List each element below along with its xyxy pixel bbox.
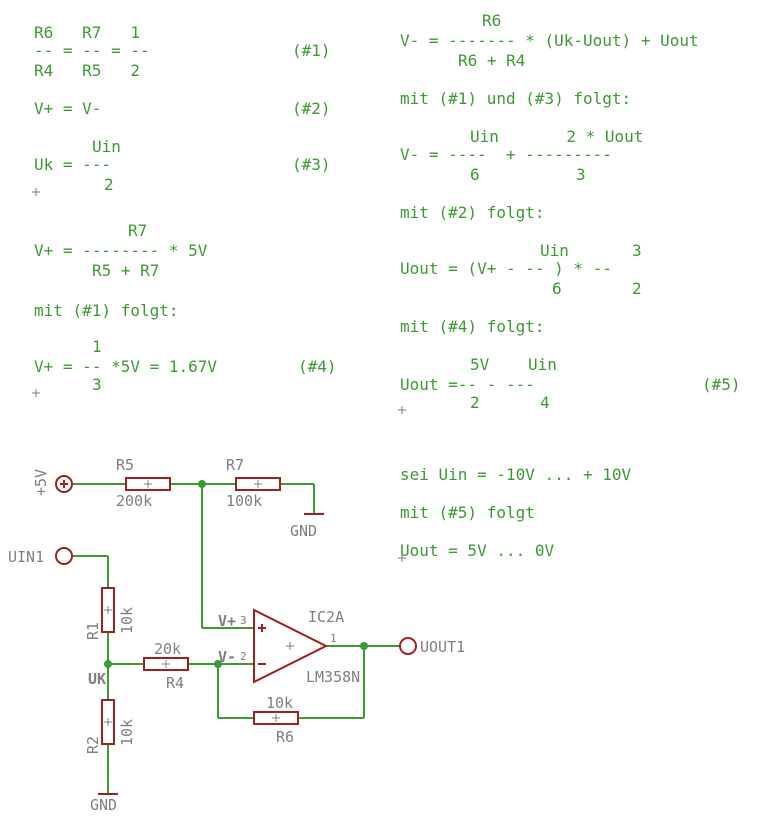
origin-cross	[398, 554, 406, 562]
resistor-r2: R2 10k	[84, 699, 136, 754]
supply-5v: +5V	[32, 469, 73, 496]
equation-vminus2: Uin 2 * Uout V- = ---- + --------- 6 3	[400, 127, 643, 184]
pin-out: 1	[330, 632, 337, 645]
output-label: UOUT1	[420, 638, 465, 656]
vminus-denominator: R6 + R4	[458, 51, 525, 70]
note-from-5: mit (#5) folgt	[400, 503, 535, 522]
eq3-tag: (#3)	[292, 155, 331, 174]
origin-cross	[398, 406, 406, 414]
ground-1: GND	[290, 513, 324, 540]
eq4-numerator: 1	[92, 337, 102, 356]
eq5-line: Uout =-- - ---	[400, 375, 535, 394]
eq4-denominator: 3	[92, 375, 102, 394]
junction-dot	[198, 480, 206, 488]
resistor-r1: R1 10k	[84, 587, 136, 640]
uk-label: UK	[88, 670, 106, 688]
equation-4: 1 V+ = -- *5V = 1.67V 3 (#4)	[32, 337, 337, 397]
vplus-net-label: V+	[218, 612, 236, 630]
vminus2-denominator-a: 6	[470, 165, 480, 184]
equation-3: Uin Uk = --- 2 (#3)	[32, 137, 331, 196]
eq2-tag: (#2)	[292, 99, 331, 118]
r5-name: R5	[116, 456, 134, 474]
ground-2: GND	[90, 793, 118, 814]
equation-vminus: R6 V- = ------- * (Uk-Uout) + Uout R6 + …	[400, 11, 699, 70]
vminus-line: V- = ------- * (Uk-Uout) + Uout	[400, 31, 699, 50]
junction-dot	[360, 642, 368, 650]
eq3-line: Uk = ---	[34, 155, 111, 174]
note-from-1-and-3: mit (#1) und (#3) folgt:	[400, 89, 631, 108]
eq5-numerator-a: 5V	[470, 355, 490, 374]
vplus-numerator: R7	[128, 221, 147, 240]
vminus2-line: V- = ---- + ---------	[400, 145, 612, 164]
eq5-numerator-b: Uin	[528, 355, 557, 374]
equation-uout: Uin 3 Uout = (V+ - -- ) * -- 6 2	[400, 241, 642, 298]
origin-cross	[32, 389, 40, 397]
eq5-denominator-b: 4	[540, 393, 550, 412]
eq3-numerator: Uin	[92, 137, 121, 156]
eq2-text: V+ = V-	[34, 99, 101, 118]
opamp-ic2a: 3 2 1 IC2A LM358N	[240, 608, 360, 686]
input-label: UIN1	[8, 548, 44, 566]
equation-1: R6 R7 1 -- = -- = -- R4 R5 2 (#1)	[34, 23, 331, 80]
gnd1-label: GND	[290, 522, 317, 540]
origin-cross	[32, 188, 40, 196]
vplus-line: V+ = -------- * 5V	[34, 241, 208, 260]
wires	[72, 483, 400, 794]
uout-denominator-b: 2	[632, 279, 642, 298]
opamp-type: LM358N	[306, 668, 360, 686]
uout-denominator-a: 6	[552, 279, 562, 298]
equation-5: 5V Uin Uout =-- - --- 2 4 (#5)	[398, 355, 741, 414]
eq1-numerators: R6 R7 1	[34, 23, 140, 42]
eq5-tag: (#5)	[702, 375, 741, 394]
input-uin1: UIN1	[8, 547, 73, 566]
output-uout1: UOUT1	[399, 637, 465, 656]
r1-value: 10k	[118, 607, 136, 634]
vminus2-numerators: Uin 2 * Uout	[470, 127, 643, 146]
vminus-net-label: V-	[218, 648, 236, 666]
input-range: sei Uin = -10V ... + 10V	[400, 465, 632, 484]
opamp-name: IC2A	[308, 608, 344, 626]
r7-value: 100k	[226, 492, 262, 510]
vminus-numerator: R6	[482, 11, 501, 30]
r4-name: R4	[166, 674, 184, 692]
uout-numerator-a: Uin	[540, 241, 569, 260]
eq3-denominator: 2	[104, 175, 114, 194]
uout-numerator-b: 3	[632, 241, 642, 260]
supply-label: +5V	[32, 469, 50, 496]
note-from-2: mit (#2) folgt:	[400, 203, 545, 222]
uout-line: Uout = (V+ - -- ) * --	[400, 259, 612, 278]
r6-name: R6	[276, 728, 294, 746]
eq5-denominator-a: 2	[470, 393, 480, 412]
resistor-r5: R5 200k	[116, 456, 171, 510]
resistor-r6: 10k R6	[253, 694, 299, 746]
eq1-tag: (#1)	[292, 41, 331, 60]
note-from-4: mit (#4) folgt:	[400, 317, 545, 336]
r5-value: 200k	[116, 492, 152, 510]
resistor-r7: R7 100k	[226, 456, 281, 510]
equation-2: V+ = V- (#2)	[34, 99, 331, 118]
eq1-denominators: R4 R5 2	[34, 61, 140, 80]
junction-dot	[214, 660, 222, 668]
pin-minus: 2	[240, 650, 247, 663]
pin-plus: 3	[240, 614, 247, 627]
r1-name: R1	[84, 622, 102, 640]
vplus-denominator: R5 + R7	[92, 261, 159, 280]
eq4-tag: (#4)	[298, 357, 337, 376]
r2-value: 10k	[118, 719, 136, 746]
r6-value: 10k	[266, 694, 293, 712]
equation-vplus: R7 V+ = -------- * 5V R5 + R7	[34, 221, 208, 280]
junction-dot	[104, 660, 112, 668]
note-from-1: mit (#1) folgt:	[34, 301, 179, 320]
result-line: Uout = 5V ... 0V	[400, 541, 554, 560]
eq4-line: V+ = -- *5V = 1.67V	[34, 357, 217, 376]
vminus2-denominator-b: 3	[576, 165, 586, 184]
r4-value: 20k	[154, 640, 181, 658]
r2-name: R2	[84, 736, 102, 754]
resistor-r4: 20k R4	[143, 640, 189, 692]
eq1-bars: -- = -- = --	[34, 41, 150, 60]
gnd2-label: GND	[90, 796, 117, 814]
r7-name: R7	[226, 456, 244, 474]
